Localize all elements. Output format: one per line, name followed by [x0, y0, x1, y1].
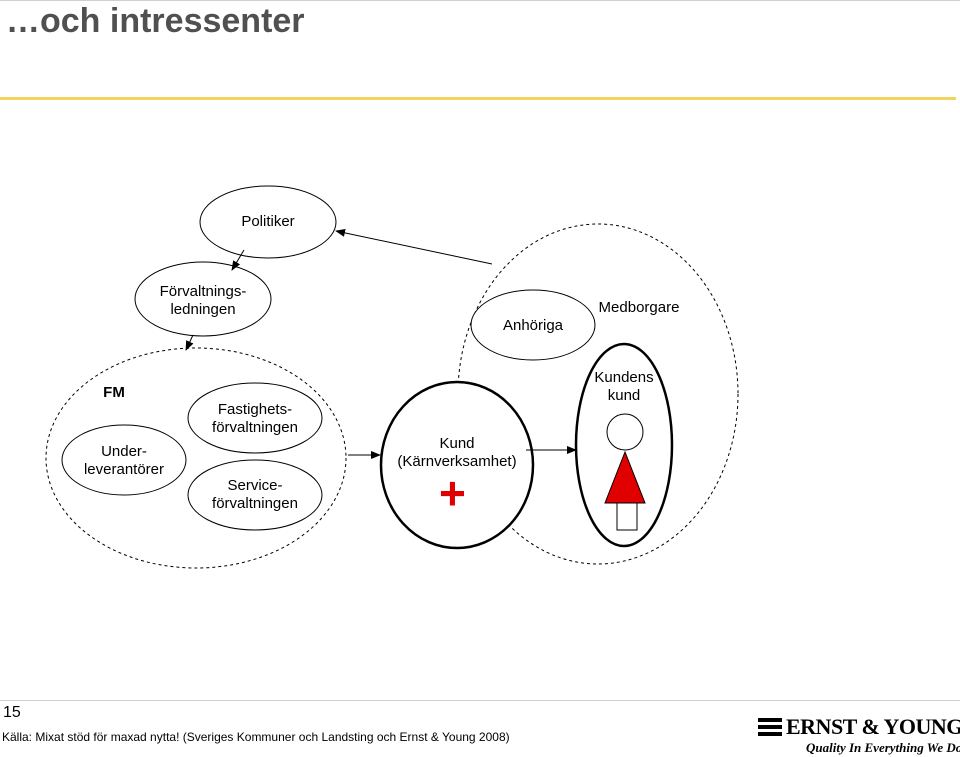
serviceforvaltningen-label: Service- förvaltningen	[212, 477, 298, 512]
forvaltningsledningen-label: Förvaltnings- ledningen	[159, 283, 247, 318]
serviceforvaltningen-ellipse	[187, 459, 323, 531]
footer-rule	[0, 700, 960, 701]
fm-label: FM	[103, 384, 125, 401]
slide-title: …och intressenter	[6, 2, 305, 40]
anhoriga-label: Anhöriga	[502, 317, 564, 334]
politiker-ellipse	[199, 185, 337, 259]
page-number: 15	[3, 704, 21, 721]
politiker-label: Politiker	[241, 213, 295, 230]
title-underline	[0, 97, 956, 100]
plus-sign: +	[439, 467, 466, 519]
person-head	[606, 413, 644, 451]
kundens-kund-label: Kundens kund	[594, 369, 654, 404]
medborgare-label: Medborgare	[598, 299, 680, 316]
fm-group-ellipse	[45, 347, 347, 569]
top-rule	[0, 0, 960, 1]
arrow-ledningen-down	[185, 334, 194, 351]
underleverantorer-label: Under- leverantörer	[83, 443, 165, 478]
logo-mark-icon	[758, 718, 782, 736]
logo-text: ERNST & YOUNG	[786, 714, 960, 739]
underleverantorer-ellipse	[61, 424, 187, 496]
source-note: Källa: Mixat stöd för maxad nytta! (Sver…	[2, 730, 510, 744]
fastighetsforvaltningen-label: Fastighets- förvaltningen	[212, 401, 298, 436]
arrow-citizens-to-politiker	[335, 228, 493, 265]
kund-ellipse	[379, 380, 535, 550]
stakeholder-diagram	[45, 185, 739, 569]
forvaltningsledningen-ellipse	[134, 261, 272, 337]
person-legs	[616, 503, 638, 531]
logo-tagline: Quality In Everything We Do	[806, 740, 960, 755]
arrow-politiker-to-ledningen	[231, 249, 245, 271]
fastighetsforvaltningen-ellipse	[187, 382, 323, 454]
kund-label: Kund (Kärnverksamhet)	[397, 435, 517, 470]
person-body	[604, 450, 646, 504]
anhoriga-ellipse	[470, 289, 596, 361]
